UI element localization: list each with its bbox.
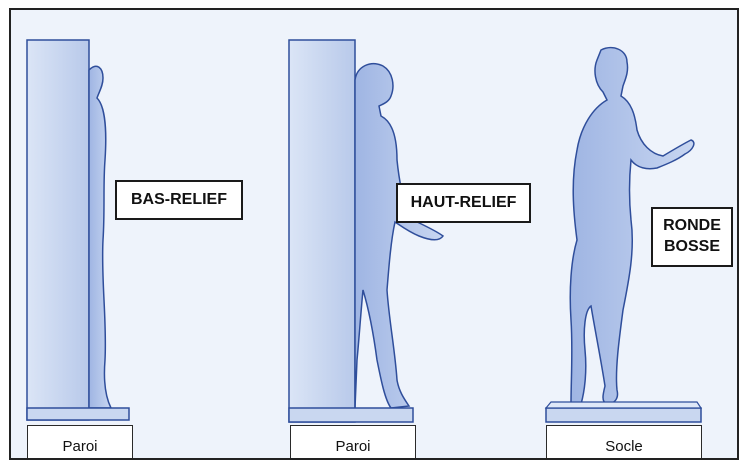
- socle-top: [546, 402, 701, 408]
- bas-relief-figure: [89, 66, 111, 408]
- base-1: [27, 408, 129, 420]
- haut-relief-figure: [355, 64, 443, 408]
- sculpture-diagram: BAS-RELIEF HAUT-RELIEF RONDE BOSSE Paroi…: [9, 8, 739, 460]
- label-haut-relief: HAUT-RELIEF: [396, 183, 531, 223]
- wall-1: [27, 40, 89, 420]
- bas-relief-group: [27, 40, 129, 420]
- label-ronde-bosse: RONDE BOSSE: [651, 207, 733, 267]
- wall-2: [289, 40, 355, 422]
- base-2: [289, 408, 413, 422]
- socle-block: [546, 408, 701, 422]
- caption-paroi-2: Paroi: [290, 425, 416, 460]
- illustration: [11, 10, 739, 460]
- caption-paroi-1: Paroi: [27, 425, 133, 460]
- caption-socle: Socle: [546, 425, 702, 460]
- haut-relief-group: [289, 40, 443, 422]
- label-bas-relief: BAS-RELIEF: [115, 180, 243, 220]
